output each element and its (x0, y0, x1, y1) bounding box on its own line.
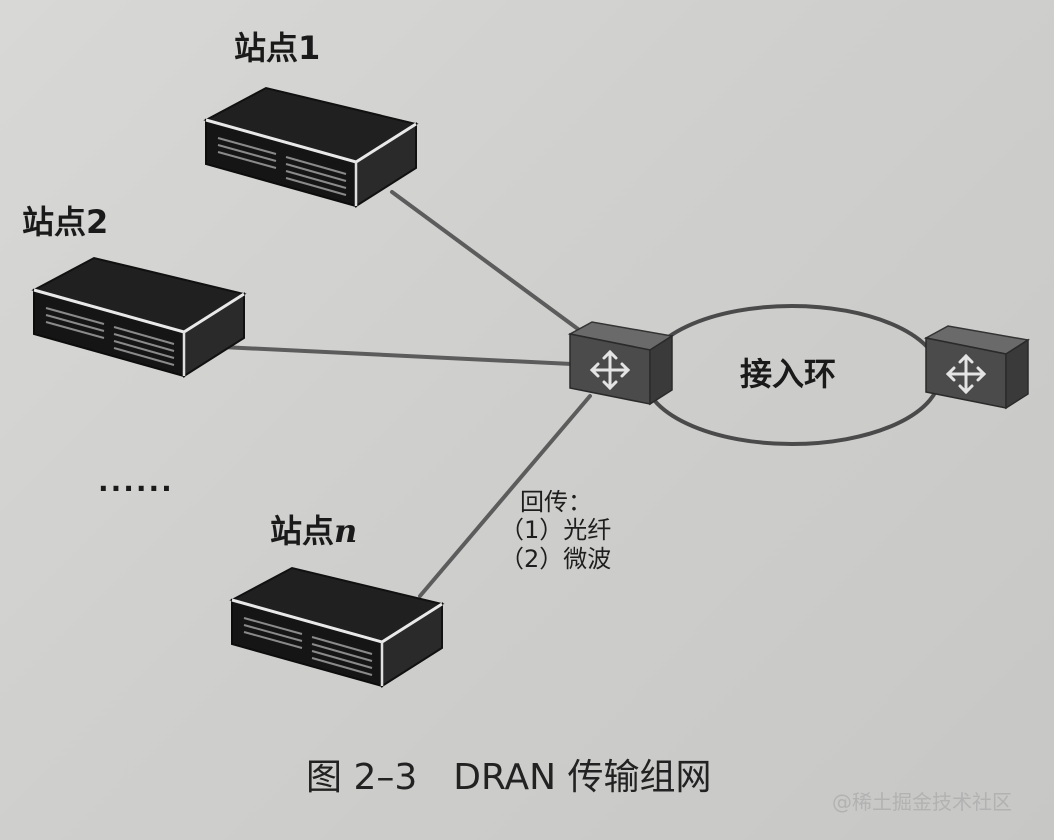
station-label-prefix: 站点 (22, 203, 87, 241)
link-station2 (220, 345, 574, 366)
router-icon (924, 324, 1030, 410)
station-device-icon (204, 86, 418, 208)
station-label-number: 1 (298, 29, 321, 67)
station-label-prefix: 站点 (270, 512, 335, 550)
figure-caption: 图 2–3 DRAN 传输组网 (306, 757, 712, 798)
access-ring-label: 接入环 (740, 355, 837, 393)
backhaul-note: 回传： （1）光纤 （2）微波 (500, 488, 611, 573)
station-label-number: 2 (86, 203, 109, 241)
link-stationn (418, 394, 592, 598)
router-icon (568, 320, 674, 406)
station-label-prefix: 站点 (234, 29, 299, 67)
watermark: @稀土掘金技术社区 (832, 790, 1012, 814)
link-station1 (390, 190, 584, 334)
station-label-1: 站点1 (234, 32, 320, 64)
station-label-2: 站点2 (22, 206, 108, 238)
station-label-n: 站点n (270, 515, 357, 547)
backhaul-option-fiber: （1）光纤 (500, 516, 612, 545)
station-device-icon (32, 256, 246, 378)
backhaul-title: 回传： (520, 488, 592, 516)
station-label-number: n (334, 512, 358, 550)
station-ellipsis: ...... (98, 465, 174, 498)
backhaul-option-microwave: （2）微波 (500, 544, 612, 573)
station-device-icon (230, 566, 444, 688)
